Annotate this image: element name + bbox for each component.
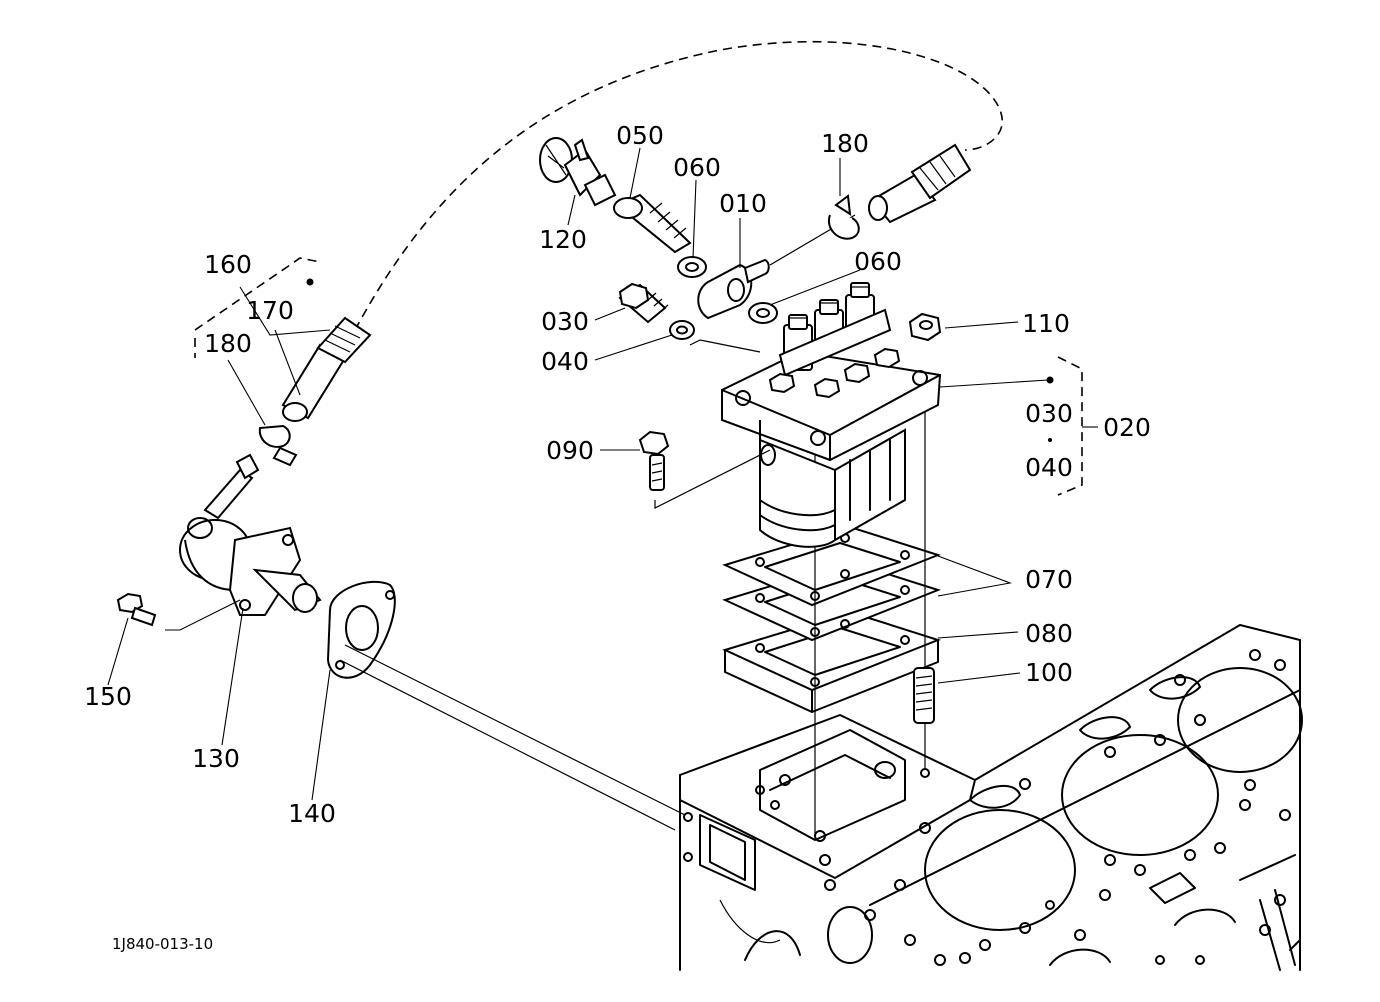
callout-180-left: 180 (204, 329, 252, 358)
callout-030-kit: 030 (1025, 399, 1073, 428)
washer (669, 320, 695, 340)
banjo-fitting (677, 214, 856, 324)
callout-010: 010 (719, 189, 767, 218)
feed-pump-gasket (326, 580, 396, 679)
callout-040-kit: 040 (1025, 453, 1073, 482)
callout-030-screw: 030 (541, 307, 589, 336)
callout-050: 050 (616, 121, 664, 150)
flange-bolt (638, 430, 670, 491)
callout-070: 070 (1025, 565, 1073, 594)
callout-160: 160 (204, 250, 252, 279)
leader-lines (107, 147, 1049, 801)
callout-140: 140 (288, 799, 336, 828)
callout-180-upper: 180 (821, 129, 869, 158)
callout-060-upper: 060 (673, 153, 721, 182)
hose-clamp-upper (827, 194, 860, 240)
hose-clamp-left (258, 424, 298, 467)
callout-170: 170 (246, 296, 294, 325)
hose-left (281, 316, 372, 422)
fuel-feed-pump (179, 453, 322, 616)
stud (913, 667, 935, 724)
callout-060-lower: 060 (854, 247, 902, 276)
assembly-lines (165, 339, 771, 831)
callout-090: 090 (546, 436, 594, 465)
callout-100: 100 (1025, 658, 1073, 687)
callout-150: 150 (84, 682, 132, 711)
callout-120: 120 (539, 225, 587, 254)
feed-pump-bolt (116, 592, 157, 627)
fuel-cock (539, 137, 617, 207)
hose-fitting-upper (868, 143, 972, 224)
flange-nut (908, 312, 942, 342)
callout-130: 130 (192, 744, 240, 773)
injection-pump (721, 282, 942, 548)
bracket-160 (194, 257, 321, 358)
fuel-hose (354, 40, 1003, 331)
hollow-screw (618, 282, 669, 324)
reference-code: 1J840-013-10 (112, 935, 213, 953)
gasket-stack (722, 525, 941, 713)
callout-080: 080 (1025, 619, 1073, 648)
callout-020: 020 (1103, 413, 1151, 442)
bracket-020 (1057, 356, 1098, 496)
callout-040-washer: 040 (541, 347, 589, 376)
callout-110: 110 (1022, 309, 1070, 338)
banjo-bolt (613, 193, 692, 254)
engine-block (679, 624, 1303, 971)
